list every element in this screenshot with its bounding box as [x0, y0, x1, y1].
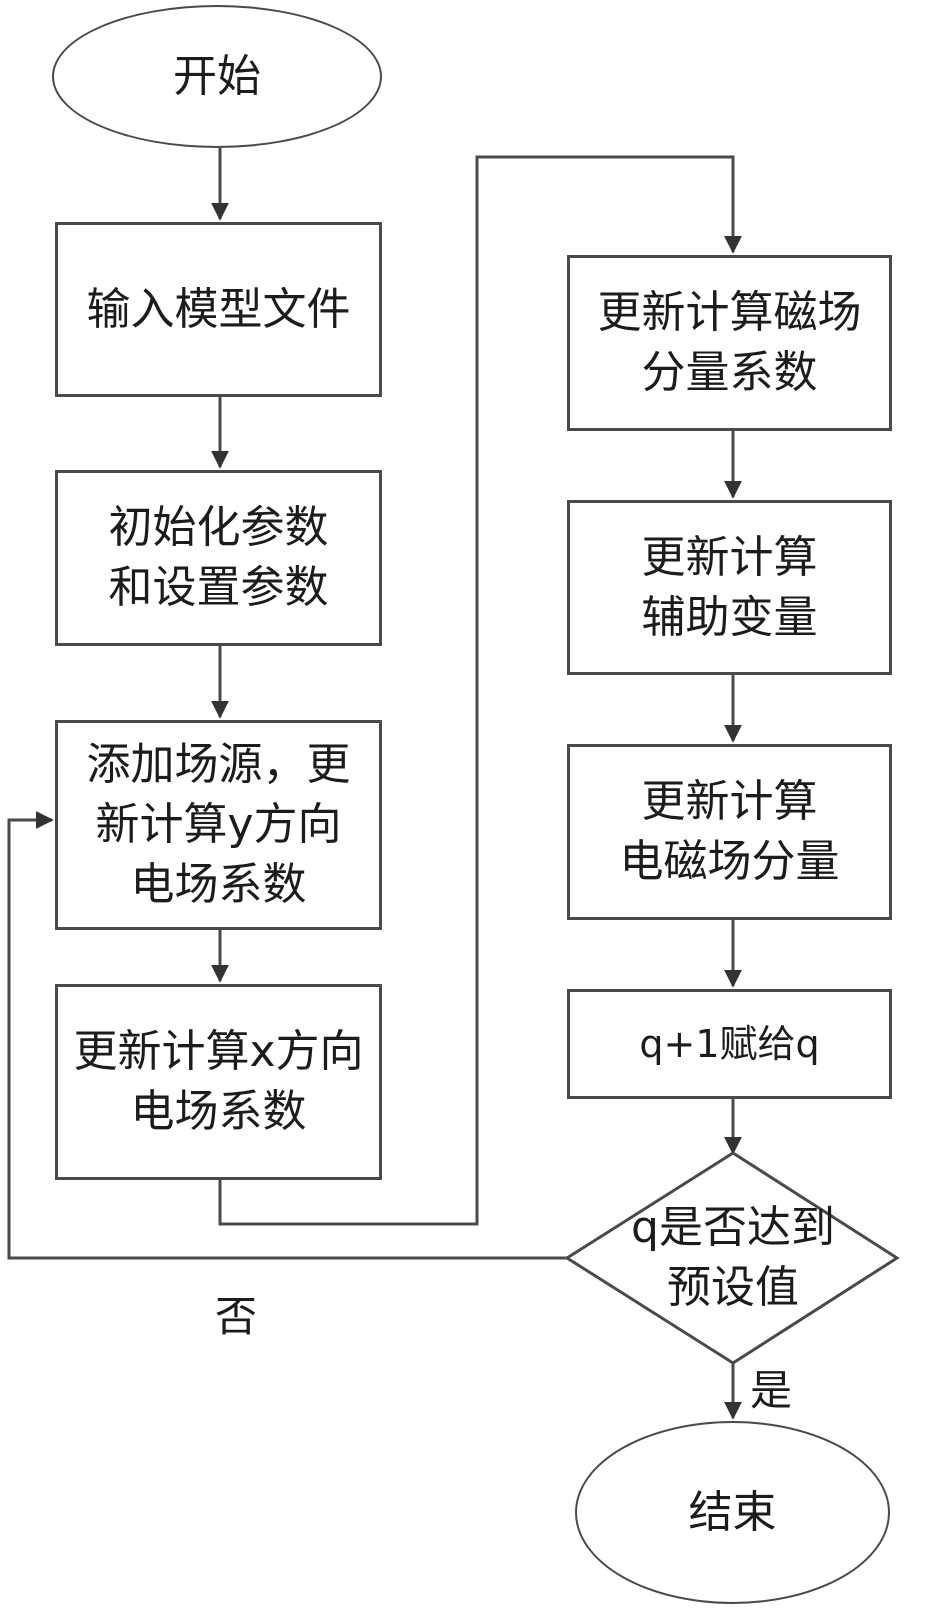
decision-text: q是否达到 预设值 [600, 1198, 866, 1318]
update-em-box: 更新计算 电磁场分量 [567, 744, 892, 920]
start-label: 开始 [173, 47, 261, 107]
update-em-label-line2: 电磁场分量 [620, 832, 840, 892]
edge-label-no: 否 [215, 1292, 257, 1342]
init-params-label-line2: 和设置参数 [109, 558, 329, 618]
edge-label-yes: 是 [750, 1366, 792, 1416]
start-terminal: 开始 [52, 5, 382, 148]
update-h-coef-label-line2: 分量系数 [642, 343, 818, 403]
add-source-label-line1: 添加场源，更 [87, 735, 351, 795]
update-aux-label-line2: 辅助变量 [642, 588, 818, 648]
add-source-label-line3: 电场系数 [131, 855, 307, 915]
assign-q-box: q+1赋给q [567, 989, 892, 1099]
update-h-coef-box: 更新计算磁场 分量系数 [567, 255, 892, 431]
end-label: 结束 [689, 1483, 777, 1543]
input-model-box: 输入模型文件 [55, 222, 382, 397]
input-model-label: 输入模型文件 [87, 280, 351, 340]
assign-q-label: q+1赋给q [639, 1014, 819, 1074]
decision-label-line1: q是否达到 [631, 1198, 835, 1258]
update-x-box: 更新计算x方向 电场系数 [55, 984, 382, 1180]
end-terminal: 结束 [575, 1421, 890, 1604]
update-x-label-line1: 更新计算x方向 [73, 1022, 363, 1082]
add-source-box: 添加场源，更 新计算y方向 电场系数 [55, 720, 382, 930]
update-em-label-line1: 更新计算 [642, 772, 818, 832]
update-h-coef-label-line1: 更新计算磁场 [598, 283, 862, 343]
update-x-label-line2: 电场系数 [131, 1082, 307, 1142]
init-params-label-line1: 初始化参数 [109, 498, 329, 558]
add-source-label-line2: 新计算y方向 [95, 795, 341, 855]
init-params-box: 初始化参数 和设置参数 [55, 470, 382, 646]
update-aux-label-line1: 更新计算 [642, 528, 818, 588]
update-aux-box: 更新计算 辅助变量 [567, 500, 892, 675]
decision-label-line2: 预设值 [667, 1258, 799, 1318]
